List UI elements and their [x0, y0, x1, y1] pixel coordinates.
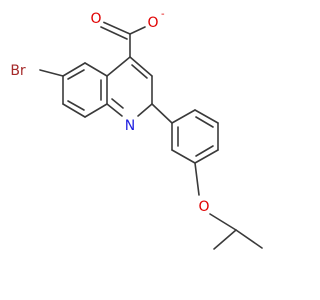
bond-ph2-ph3-inner — [195, 116, 214, 128]
bond-c8-c8a — [84, 103, 108, 118]
bond-ph5-o — [194, 162, 200, 196]
atom-label-carboxylate-oxygen-single: O — [147, 15, 158, 31]
bond-c5-c6 — [62, 62, 86, 77]
bond-ph4-ph5-inner — [195, 145, 214, 157]
bond-c4-c3-inner — [131, 64, 148, 79]
bond-ch-ch3-right — [235, 229, 263, 249]
bond-carboxyl-c-o-single — [129, 26, 146, 35]
atom-label-ether-oxygen: O — [198, 199, 209, 215]
atom-label-layer: Br N O O - O — [9, 9, 212, 215]
atom-label-nitrogen: N — [125, 118, 135, 134]
bond-o-ch — [209, 213, 237, 231]
bond-c2-n1 — [137, 103, 153, 117]
bond-ch-ch3-left — [213, 229, 237, 250]
bond-c6-br — [39, 69, 64, 77]
bond-c2-phenyl — [151, 103, 173, 124]
bond-ph5-ph6 — [171, 149, 196, 164]
bond-carboxyl-c-o-double-b — [100, 26, 128, 40]
bond-c7-c8-inner — [67, 100, 85, 111]
bond-ph1-ph2 — [171, 109, 196, 124]
bond-n1-c8a-inner — [111, 98, 124, 109]
molecule-structure-diagram: Br N O O - O — [9, 9, 263, 250]
bond-c4-c3 — [129, 56, 153, 77]
bond-carboxyl-c-o-double-a — [102, 21, 131, 35]
bond-c4a-c4 — [106, 56, 131, 77]
bond-c7-c8 — [62, 103, 86, 118]
bond-ph4-ph5 — [194, 149, 219, 164]
atom-label-carboxylate-charge: - — [161, 9, 165, 20]
bond-n1-c8a — [106, 103, 123, 117]
bond-ph2-ph3 — [194, 109, 219, 124]
bond-c5-c6-inner — [67, 69, 85, 80]
atom-label-bromine: Br — [10, 63, 26, 79]
atom-label-carboxylate-oxygen-double: O — [90, 11, 101, 27]
bond-c4a-c5 — [84, 62, 108, 77]
bond-layer — [39, 21, 263, 250]
